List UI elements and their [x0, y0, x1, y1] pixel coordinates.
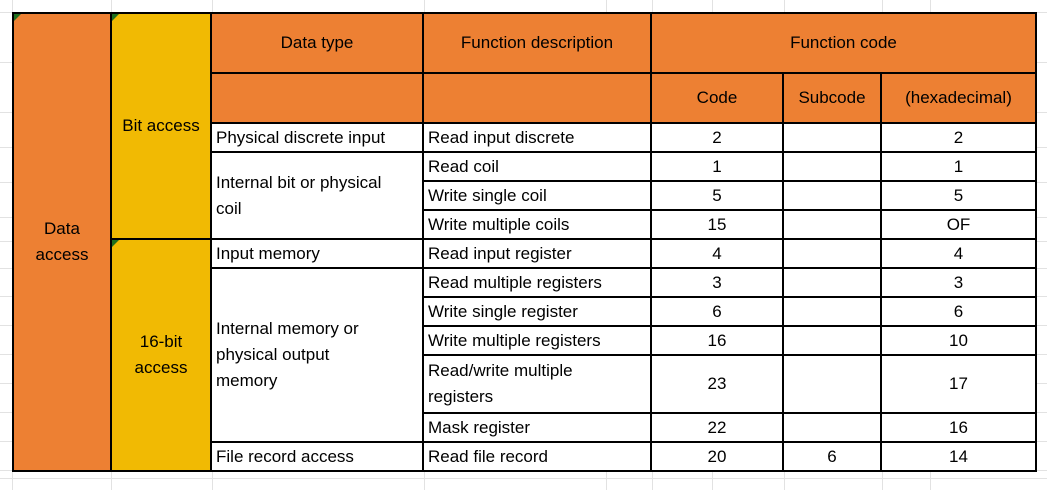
cell-function-description[interactable]: Read input discrete [422, 122, 652, 153]
cell-hex[interactable]: 14 [880, 441, 1037, 472]
cell-code[interactable]: 1 [650, 151, 784, 182]
cell-function-description[interactable]: Read coil [422, 151, 652, 182]
cell-subcode[interactable] [782, 325, 882, 356]
cell-function-description-header[interactable]: Function description [422, 12, 652, 74]
cell-code[interactable]: 15 [650, 209, 784, 240]
cell-function-description[interactable]: Write single coil [422, 180, 652, 211]
cell-hex[interactable]: OF [880, 209, 1037, 240]
cell-data-type[interactable]: Internal memory or physical output memor… [210, 267, 424, 443]
cell-function-description[interactable]: Read file record [422, 441, 652, 472]
cell-code[interactable]: 16 [650, 325, 784, 356]
cell-empty-header[interactable] [422, 72, 652, 124]
cell-hex[interactable]: 16 [880, 412, 1037, 443]
cell-subcode[interactable] [782, 209, 882, 240]
cell-code[interactable]: 20 [650, 441, 784, 472]
cell-hex[interactable]: 1 [880, 151, 1037, 182]
cell-hexadecimal-header[interactable]: (hexadecimal) [880, 72, 1037, 124]
cell-function-code-header[interactable]: Function code [650, 12, 1037, 74]
cell-code[interactable]: 3 [650, 267, 784, 298]
cell-function-description[interactable]: Read input register [422, 238, 652, 269]
cell-function-description[interactable]: Write single register [422, 296, 652, 327]
cell-hex[interactable]: 4 [880, 238, 1037, 269]
cell-16bit-access-group[interactable]: 16-bit access [110, 238, 212, 472]
cell-subcode-header[interactable]: Subcode [782, 72, 882, 124]
cell-code[interactable]: 2 [650, 122, 784, 153]
cell-data-access-group[interactable]: Data access [12, 12, 112, 472]
cell-hex[interactable]: 10 [880, 325, 1037, 356]
cell-data-type-header[interactable]: Data type [210, 12, 424, 74]
cell-code[interactable]: 6 [650, 296, 784, 327]
cell-subcode[interactable] [782, 238, 882, 269]
cell-subcode[interactable] [782, 296, 882, 327]
cell-function-description[interactable]: Read multiple registers [422, 267, 652, 298]
cell-code-header[interactable]: Code [650, 72, 784, 124]
cell-code[interactable]: 4 [650, 238, 784, 269]
error-indicator-icon [15, 15, 21, 21]
error-indicator-icon [113, 241, 119, 247]
cell-function-description[interactable]: Write multiple coils [422, 209, 652, 240]
cell-empty-header[interactable] [210, 72, 424, 124]
cell-data-type[interactable]: Internal bit or physical coil [210, 151, 424, 240]
cell-subcode[interactable] [782, 267, 882, 298]
cell-function-description[interactable]: Mask register [422, 412, 652, 443]
cell-data-type[interactable]: Physical discrete input [210, 122, 424, 153]
cell-hex[interactable]: 3 [880, 267, 1037, 298]
gridline [0, 478, 1047, 479]
cell-code[interactable]: 5 [650, 180, 784, 211]
function-code-table: Data access Bit access Data type Functio… [12, 12, 1037, 472]
cell-subcode[interactable] [782, 151, 882, 182]
cell-function-description[interactable]: Read/write multiple registers [422, 354, 652, 414]
cell-subcode[interactable]: 6 [782, 441, 882, 472]
cell-function-description[interactable]: Write multiple registers [422, 325, 652, 356]
cell-bit-access-group[interactable]: Bit access [110, 12, 212, 240]
cell-hex[interactable]: 6 [880, 296, 1037, 327]
cell-data-type[interactable]: File record access [210, 441, 424, 472]
cell-hex[interactable]: 17 [880, 354, 1037, 414]
cell-data-type[interactable]: Input memory [210, 238, 424, 269]
cell-subcode[interactable] [782, 180, 882, 211]
cell-code[interactable]: 22 [650, 412, 784, 443]
cell-subcode[interactable] [782, 122, 882, 153]
error-indicator-icon [113, 15, 119, 21]
cell-hex[interactable]: 2 [880, 122, 1037, 153]
cell-subcode[interactable] [782, 412, 882, 443]
cell-subcode[interactable] [782, 354, 882, 414]
cell-code[interactable]: 23 [650, 354, 784, 414]
cell-hex[interactable]: 5 [880, 180, 1037, 211]
